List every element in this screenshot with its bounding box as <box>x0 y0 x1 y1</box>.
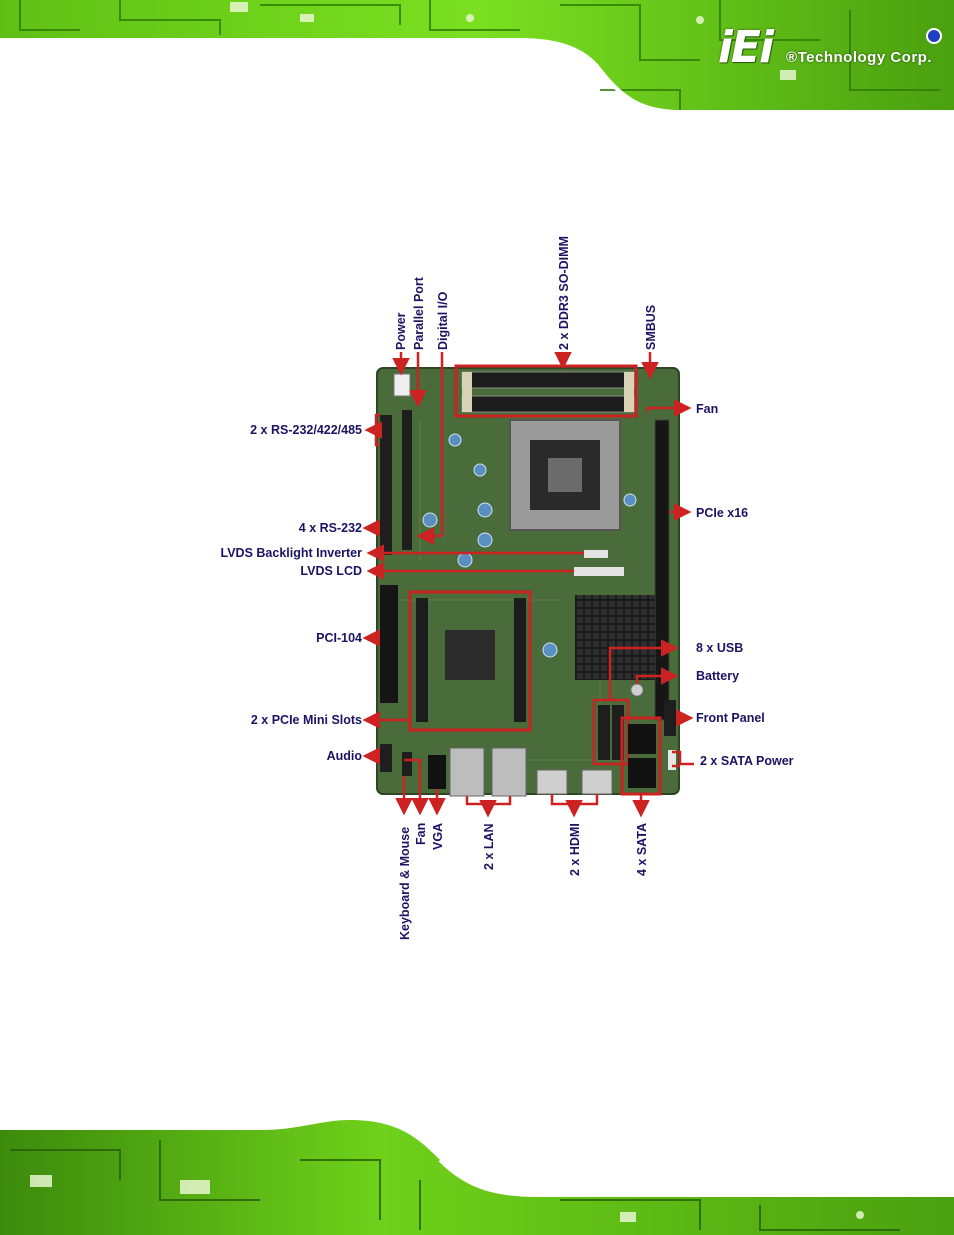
pci104-connector <box>380 585 398 703</box>
chipset-heatsink <box>575 595 655 680</box>
label-lan: 2 x LAN <box>482 823 496 870</box>
label-fan-top: Fan <box>696 402 718 416</box>
lvds-lcd-connector <box>574 567 624 576</box>
hdmi-ports <box>536 769 613 795</box>
label-power: Power <box>394 312 408 350</box>
power-connector <box>393 373 411 397</box>
label-digital-io: Digital I/O <box>436 291 450 350</box>
ddr3-slots <box>461 371 635 413</box>
label-pci-104: PCI-104 <box>316 631 362 645</box>
label-smbus: SMBUS <box>644 305 658 350</box>
label-pcie-mini-slots: 2 x PCIe Mini Slots <box>251 713 362 727</box>
label-pcie-x16: PCIe x16 <box>696 506 748 520</box>
label-battery: Battery <box>696 669 739 683</box>
label-rs232-422-485: 2 x RS-232/422/485 <box>250 423 362 437</box>
battery <box>630 683 644 697</box>
label-sata-power: 2 x SATA Power <box>700 754 794 768</box>
mini-slots-highlight <box>408 590 532 732</box>
footer-banner <box>0 1120 954 1235</box>
label-lvds-lcd: LVDS LCD <box>300 564 362 578</box>
pcie-mini-slots <box>416 598 526 722</box>
label-fan-bottom: Fan <box>414 823 428 845</box>
label-ddr3-so-dimm: 2 x DDR3 SO-DIMM <box>557 236 571 350</box>
front-panel-header <box>664 700 676 736</box>
label-parallel-port: Parallel Port <box>412 276 426 350</box>
lvds-backlight-connector <box>584 550 608 558</box>
label-audio: Audio <box>327 749 363 763</box>
label-usb: 8 x USB <box>696 641 743 655</box>
lan-ports <box>449 747 527 797</box>
header-banner: iEi ®Technology Corp. <box>0 0 954 112</box>
cpu-socket <box>509 419 621 531</box>
label-rs232: 4 x RS-232 <box>299 521 362 535</box>
sata-connectors <box>628 724 656 788</box>
company-logo: iEi ®Technology Corp. <box>717 22 942 73</box>
label-vga: VGA <box>431 823 445 850</box>
circuit-board-banner-top <box>0 0 954 112</box>
rs232-header-b <box>402 410 412 550</box>
keyboard-mouse-header <box>402 752 412 776</box>
label-front-panel: Front Panel <box>696 711 765 725</box>
iei-logo-mark: iEi <box>717 22 774 73</box>
ddr3-highlight <box>454 364 638 418</box>
audio-header <box>380 744 392 772</box>
capacitors <box>422 433 637 658</box>
label-hdmi: 2 x HDMI <box>568 823 582 876</box>
sata-power-connectors <box>668 750 676 770</box>
circuit-board-banner-bottom <box>0 1120 954 1235</box>
rs232-header-a <box>380 415 392 555</box>
label-keyboard-mouse: Keyboard & Mouse <box>398 827 412 940</box>
logo-text: ®Technology Corp. <box>786 49 932 66</box>
logo-dot-icon <box>926 28 942 44</box>
vga-header <box>428 755 446 789</box>
label-sata: 4 x SATA <box>635 823 649 876</box>
label-lvds-backlight-inverter: LVDS Backlight Inverter <box>221 546 363 560</box>
